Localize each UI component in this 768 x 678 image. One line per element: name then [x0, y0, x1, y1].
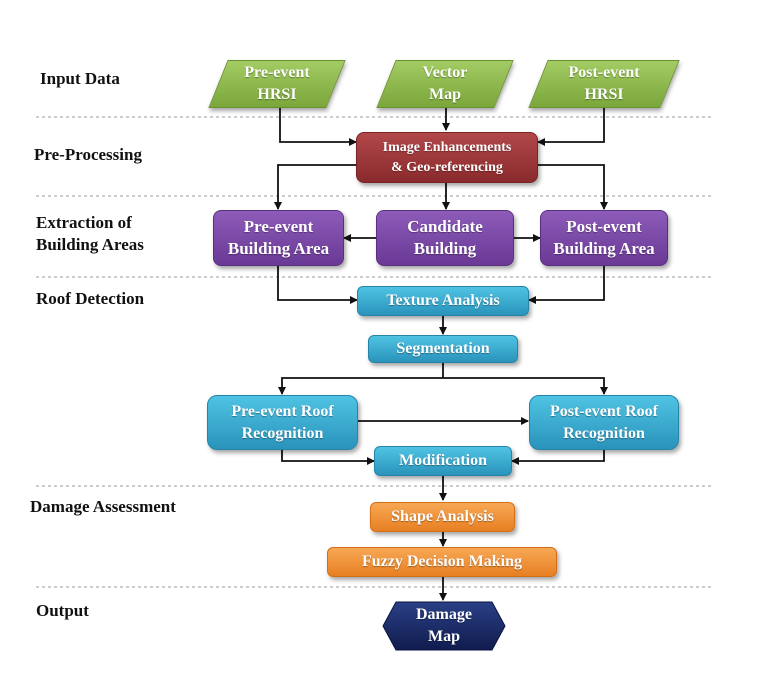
- node-damage-map: Damage Map: [382, 601, 506, 651]
- node-modification: Modification: [374, 446, 512, 476]
- arrow-enhancement-to-pre-building: [274, 164, 356, 210]
- arrow-post-building-to-texture: [528, 266, 605, 304]
- node-segmentation: Segmentation: [368, 335, 518, 363]
- hexagon-shape: [382, 601, 506, 651]
- stage-label-input-data: Input Data: [40, 69, 120, 88]
- node-post-event-building-area: Post-event Building Area: [540, 210, 668, 266]
- arrow-segmentation-to-post-roof: [443, 377, 608, 395]
- arrow-post-hrsi-to-enhancement: [537, 108, 605, 146]
- node-fuzzy-decision-making: Fuzzy Decision Making: [327, 547, 557, 577]
- node-candidate-building: Candidate Building: [376, 210, 514, 266]
- node-pre-event-hrsi-label: Pre-event HRSI: [244, 64, 310, 103]
- arrow-pre-hrsi-to-enhancement: [279, 108, 357, 146]
- stage-label-pre-processing: Pre-Processing: [34, 145, 142, 164]
- arrow-pre-building-to-texture: [277, 266, 358, 304]
- node-damage-map-label: Damage Map: [416, 606, 472, 645]
- arrow-enhancement-to-post-building: [538, 164, 608, 210]
- node-post-event-roof-recognition: Post-event Roof Recognition: [529, 395, 679, 450]
- node-post-event-hrsi: Post-event HRSI: [528, 60, 680, 108]
- connectors: [274, 108, 608, 601]
- node-vector-map-label: Vector Map: [422, 64, 468, 103]
- arrow-segmentation-to-pre-roof: [278, 377, 443, 395]
- stage-label-damage-assessment: Damage Assessment: [30, 497, 176, 516]
- arrow-pre-roof-to-modification: [281, 450, 375, 465]
- node-texture-analysis: Texture Analysis: [357, 286, 529, 316]
- stage-separators: [36, 116, 712, 588]
- arrow-post-roof-to-modification: [511, 450, 605, 465]
- node-pre-event-building-area: Pre-event Building Area: [213, 210, 344, 266]
- node-post-event-hrsi-label: Post-event HRSI: [568, 64, 640, 103]
- node-vector-map: Vector Map: [376, 60, 514, 108]
- stage-label-output: Output: [36, 601, 89, 620]
- node-image-enhancements: Image Enhancements & Geo-referencing: [356, 132, 538, 183]
- stage-label-extraction: Extraction of Building Areas: [36, 213, 144, 254]
- stage-label-roof-detection: Roof Detection: [36, 289, 145, 308]
- node-pre-event-hrsi: Pre-event HRSI: [208, 60, 346, 108]
- node-shape-analysis: Shape Analysis: [370, 502, 515, 532]
- node-pre-event-roof-recognition: Pre-event Roof Recognition: [207, 395, 358, 450]
